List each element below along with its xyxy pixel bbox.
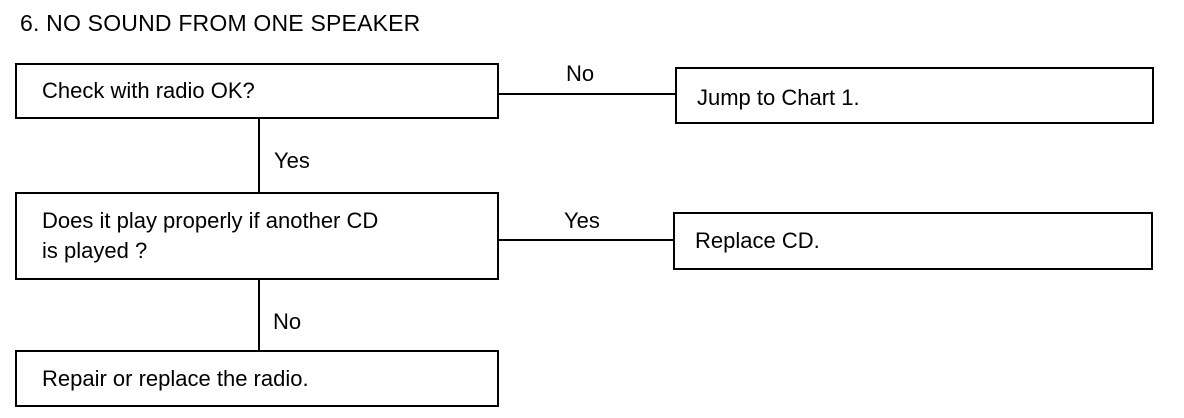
node-another-cd-lines: Does it play properly if another CD is p…	[42, 206, 378, 266]
node-replace-cd: Replace CD.	[673, 212, 1153, 270]
node-jump-chart-text: Jump to Chart 1.	[697, 84, 860, 110]
node-another-cd: Does it play properly if another CD is p…	[15, 192, 499, 280]
node-repair-radio-text: Repair or replace the radio.	[42, 365, 309, 391]
node-another-cd-line2: is played ?	[42, 238, 148, 263]
edge-cd-to-replace-label: Yes	[564, 208, 600, 233]
edge-check-to-cd-label: Yes	[274, 148, 310, 173]
node-repair-radio: Repair or replace the radio.	[15, 350, 499, 407]
diagram-title: 6. NO SOUND FROM ONE SPEAKER	[20, 10, 421, 36]
node-replace-cd-text: Replace CD.	[695, 228, 820, 253]
node-check-radio-text: Check with radio OK?	[42, 78, 255, 103]
edge-check-to-jump-label: No	[566, 61, 595, 86]
node-another-cd-line1: Does it play properly if another CD	[42, 208, 379, 233]
node-jump-chart: Jump to Chart 1.	[675, 67, 1154, 124]
node-check-radio: Check with radio OK?	[15, 63, 499, 119]
edge-cd-to-repair-label: No	[273, 309, 302, 334]
